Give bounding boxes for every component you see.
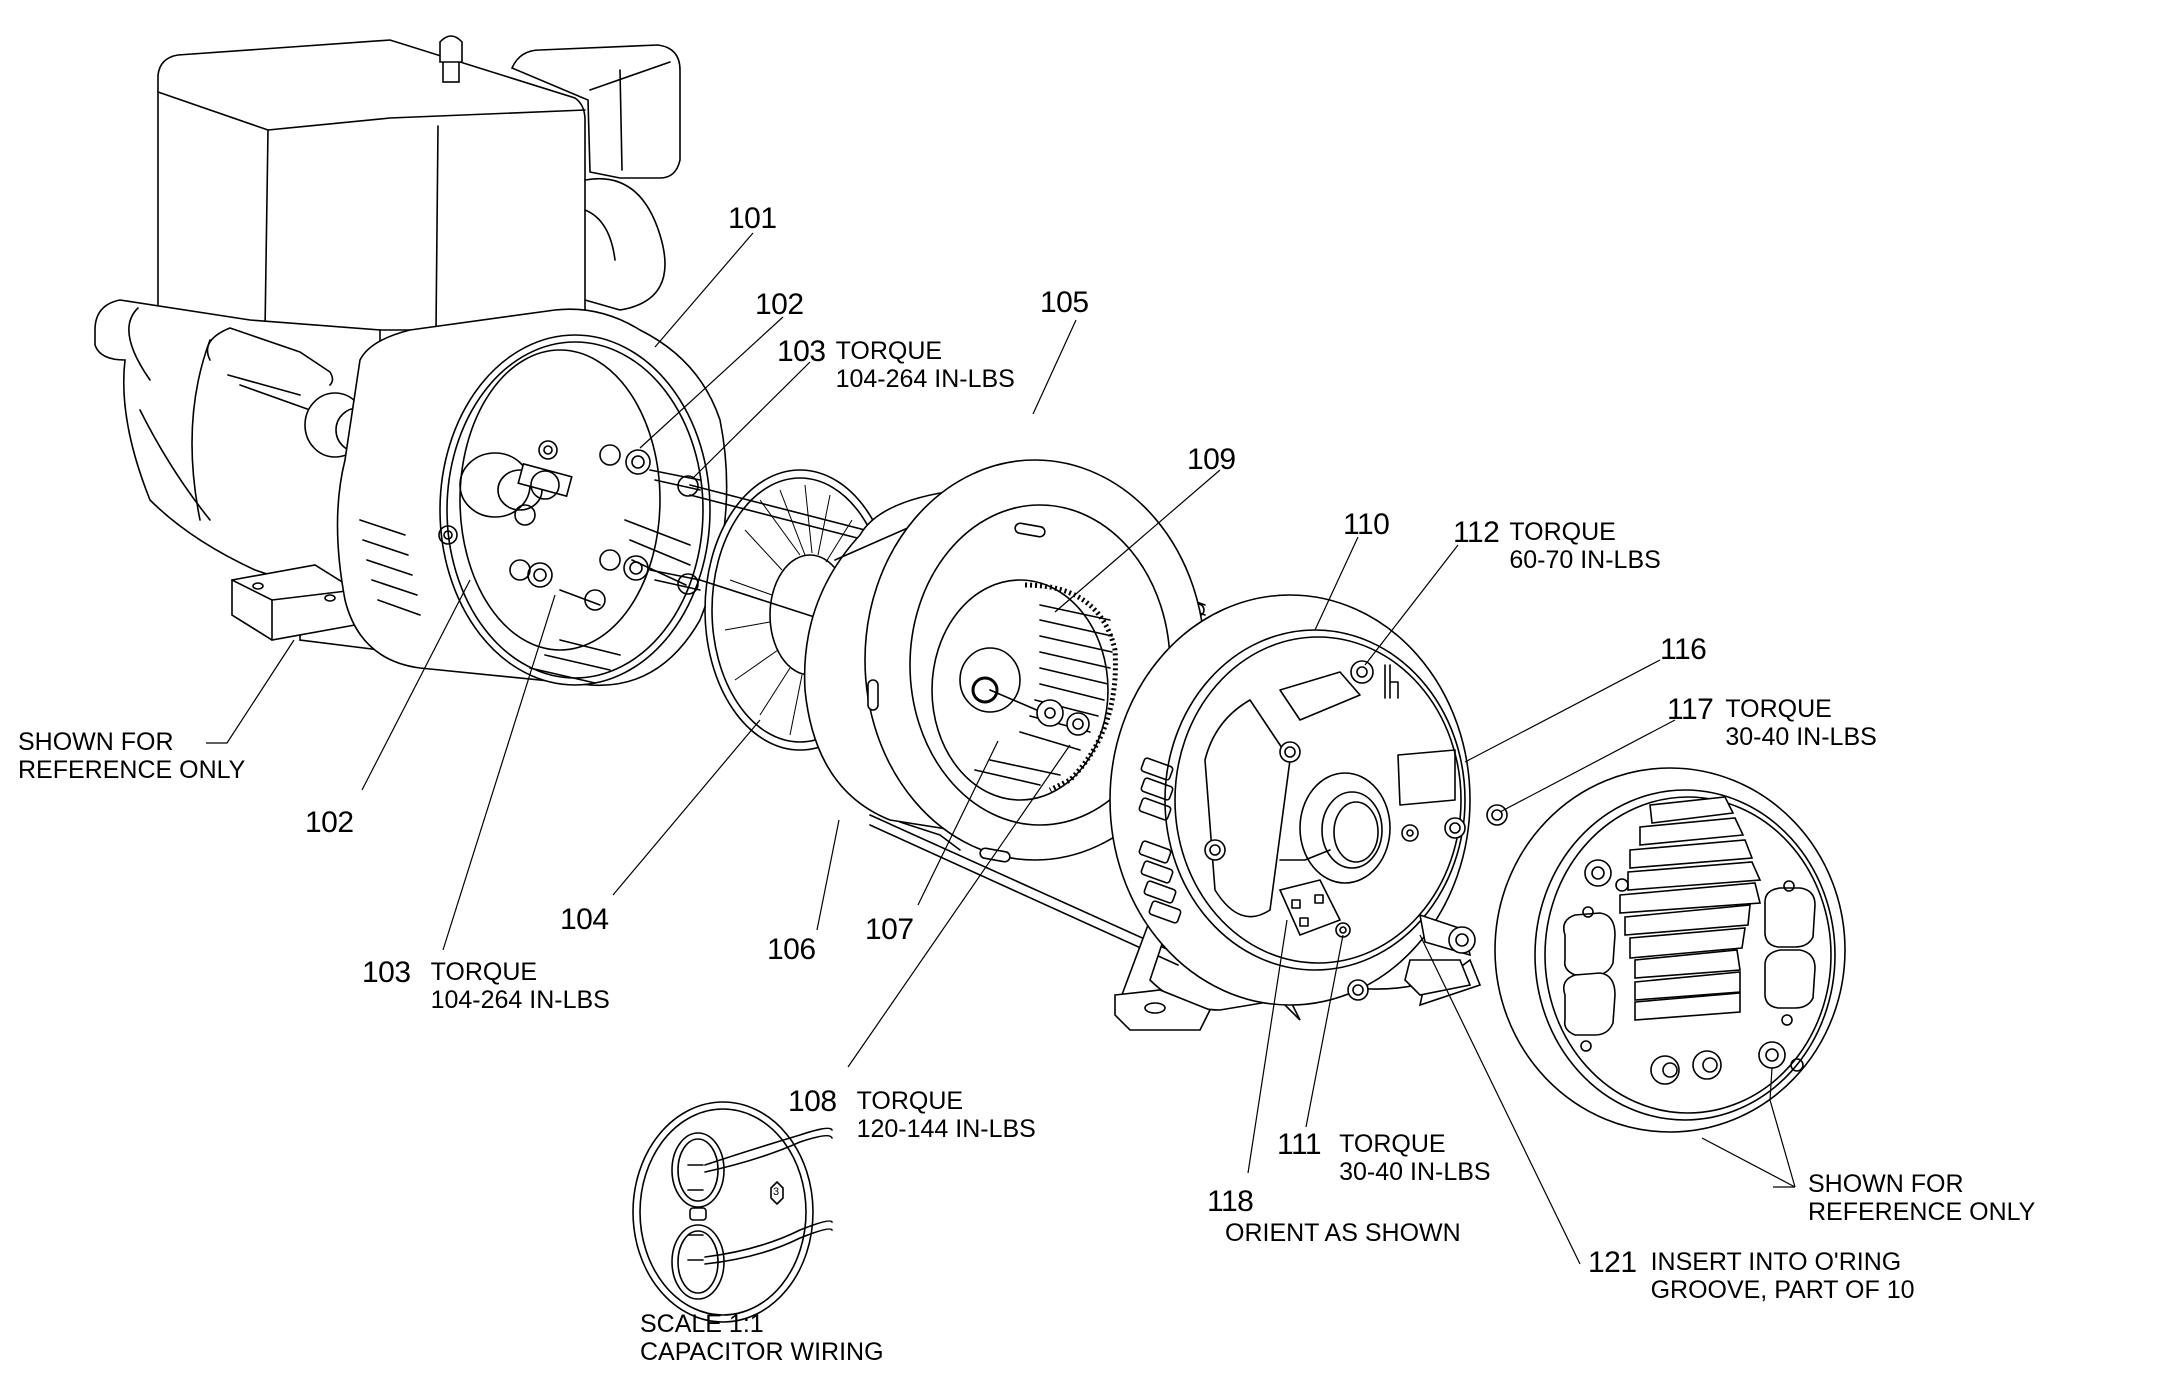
part-number: 108 xyxy=(788,1085,837,1118)
callout-103-top: 103 TORQUE 104-264 IN-LBS xyxy=(777,335,1015,394)
callout-108: 108 TORQUE 120-144 IN-LBS xyxy=(788,1085,1036,1144)
capacitor-wiring-inset xyxy=(632,1101,833,1323)
torque-note: TORQUE 104-264 IN-LBS xyxy=(835,337,1015,393)
part-number: 103 xyxy=(777,335,826,368)
callout-111: 111 TORQUE 30-40 IN-LBS xyxy=(1277,1128,1491,1187)
part-number: 107 xyxy=(865,913,914,946)
part-number: 103 xyxy=(362,956,411,989)
part-number: 110 xyxy=(1343,508,1390,541)
control-panel-reference xyxy=(1494,767,1846,1133)
part-110-end-bell xyxy=(1109,594,1508,1031)
callout-102-bottom: 102 xyxy=(305,808,354,838)
callout-109: 109 xyxy=(1187,445,1236,475)
control-panel-reference-note: SHOWN FOR REFERENCE ONLY xyxy=(1808,1170,2036,1226)
callout-121: 121 INSERT INTO O'RING GROOVE, PART OF 1… xyxy=(1588,1246,1915,1305)
callout-116: 116 xyxy=(1660,633,1707,666)
callout-104: 104 xyxy=(560,905,609,935)
callout-102-top: 102 xyxy=(755,290,804,320)
torque-note: TORQUE 104-264 IN-LBS xyxy=(430,958,610,1014)
callout-118: 118 ORIENT AS SHOWN xyxy=(1207,1185,1461,1248)
orient-note: ORIENT AS SHOWN xyxy=(1225,1219,1461,1247)
part-number: 102 xyxy=(755,288,804,321)
install-note: INSERT INTO O'RING GROOVE, PART OF 10 xyxy=(1650,1248,1915,1304)
part-number: 106 xyxy=(767,933,816,966)
inset-title: SCALE 1:1 CAPACITOR WIRING xyxy=(640,1310,884,1366)
torque-note: TORQUE 30-40 IN-LBS xyxy=(1725,695,1877,751)
hex-tag-label: 3 xyxy=(773,1186,780,1198)
engine-reference-note: SHOWN FOR REFERENCE ONLY xyxy=(18,728,246,784)
part-number: 117 xyxy=(1667,693,1714,726)
torque-note: TORQUE 60-70 IN-LBS xyxy=(1509,518,1661,574)
part-number: 111 xyxy=(1277,1128,1322,1161)
callout-101: 101 xyxy=(728,204,777,234)
hex-tag-shape xyxy=(770,1181,784,1205)
part-101-adapter xyxy=(336,308,728,687)
callout-106: 106 xyxy=(767,935,816,965)
part-number: 116 xyxy=(1660,633,1707,666)
leader-lines xyxy=(206,232,1796,1265)
torque-note: TORQUE 120-144 IN-LBS xyxy=(856,1087,1036,1143)
callout-110: 110 xyxy=(1343,508,1390,541)
part-number: 121 xyxy=(1588,1246,1637,1279)
callout-107: 107 xyxy=(865,915,914,945)
part-number: 105 xyxy=(1040,286,1089,319)
part-number: 101 xyxy=(728,202,777,235)
callout-117: 117 TORQUE 30-40 IN-LBS xyxy=(1667,693,1877,752)
part-number: 102 xyxy=(305,806,354,839)
callout-112: 112 TORQUE 60-70 IN-LBS xyxy=(1453,516,1661,575)
part-number: 112 xyxy=(1453,516,1500,549)
part-number: 109 xyxy=(1187,443,1236,476)
callout-103-bottom: 103 TORQUE 104-264 IN-LBS xyxy=(362,956,610,1015)
callout-105: 105 xyxy=(1040,288,1089,318)
part-number: 118 xyxy=(1207,1185,1254,1218)
torque-note: TORQUE 30-40 IN-LBS xyxy=(1339,1130,1491,1186)
part-number: 104 xyxy=(560,903,609,936)
